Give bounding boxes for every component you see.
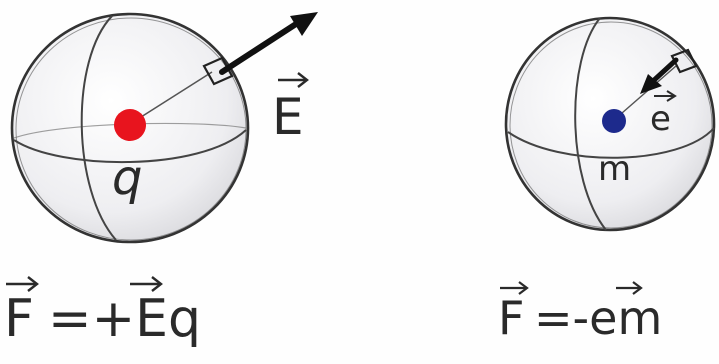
field-arrow-E	[222, 12, 318, 72]
mass-label: m	[598, 149, 631, 189]
charge-label: q	[112, 150, 142, 206]
equation-force-gravity: F =-em	[498, 282, 662, 345]
charge-dot	[114, 109, 146, 141]
field-label-E: E	[272, 73, 307, 146]
field-label-E-text: E	[272, 88, 304, 146]
equation-force-electric: F =+Eq	[4, 277, 201, 349]
equation-lhs-F-left: F	[4, 289, 34, 349]
equation-rhs-right: =-em	[534, 291, 662, 345]
field-label-e-text: e	[650, 99, 671, 139]
equation-lhs-F-right: F	[498, 291, 524, 345]
equation-rhs-left: =+Eq	[48, 289, 201, 349]
mass-dot	[602, 109, 626, 133]
